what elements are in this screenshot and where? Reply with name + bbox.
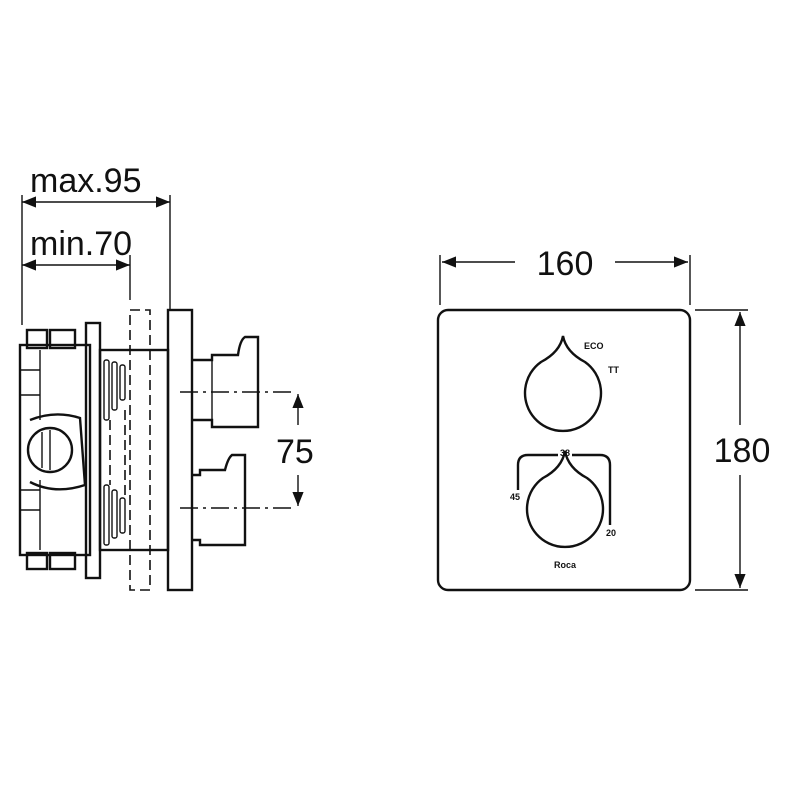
flow-handle[interactable]	[523, 335, 603, 433]
front-view: 160 180 ECO TT 38 45 20 Roca	[436, 245, 771, 592]
temp-min-label: 20	[606, 528, 616, 538]
cover-plate	[436, 308, 692, 592]
brand-label: Roca	[554, 560, 577, 570]
side-cover-plate	[166, 308, 194, 592]
temp-mid-label: 38	[560, 448, 570, 458]
width-label: 160	[537, 245, 594, 283]
temp-max-label: 45	[510, 492, 520, 502]
temperature-handle[interactable]	[525, 450, 605, 549]
installation-box	[18, 309, 170, 591]
eco-label: ECO	[584, 341, 604, 351]
min-depth-label: min.70	[30, 225, 132, 263]
temperature-scale	[516, 453, 612, 525]
spacing-label: 75	[276, 433, 314, 471]
max-depth-label: max.95	[30, 162, 142, 200]
height-label: 180	[714, 432, 771, 470]
lower-handle	[192, 453, 247, 547]
flow-symbol: TT	[608, 365, 619, 375]
upper-handle	[192, 335, 260, 429]
side-view: max.95 min.70	[18, 162, 314, 592]
valve-connector-icon	[26, 426, 74, 474]
